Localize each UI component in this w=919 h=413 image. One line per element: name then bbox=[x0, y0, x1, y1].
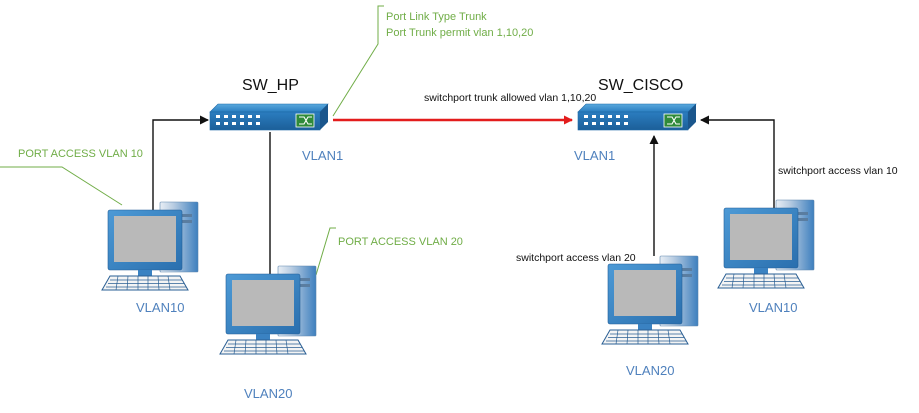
cisco-pc10-computer-icon bbox=[717, 199, 815, 289]
cisco-trunk-note: switchport trunk allowed vlan 1,10,20 bbox=[424, 92, 597, 104]
cisco-pc10-vlan-label: VLAN10 bbox=[749, 300, 798, 315]
hp-access20-callout-line bbox=[315, 227, 336, 276]
hp-access10-callout-line bbox=[0, 166, 123, 206]
sw-cisco-title: SW_CISCO bbox=[598, 77, 684, 94]
cisco-access20-note: switchport access vlan 20 bbox=[516, 252, 636, 264]
sw-cisco-switch-icon bbox=[577, 103, 697, 131]
sw-cisco-vlan-label: VLAN1 bbox=[574, 148, 616, 163]
cisco-pc20-computer-icon bbox=[601, 255, 699, 345]
sw-hp-title: SW_HP bbox=[242, 77, 299, 94]
hp-trunk-note-line1: Port Link Type Trunk bbox=[386, 11, 487, 23]
hp-trunk-callout-line bbox=[332, 5, 384, 117]
cisco-pc20-vlan-label: VLAN20 bbox=[626, 363, 675, 378]
hp-pc10-computer-icon bbox=[101, 201, 199, 291]
cisco-pc10-link bbox=[700, 115, 775, 211]
hp-pc10-vlan-label: VLAN10 bbox=[136, 300, 185, 315]
sw-hp-switch-icon bbox=[209, 103, 329, 131]
hp-pc20-vlan-label: VLAN20 bbox=[244, 386, 293, 401]
hp-trunk-note-line2: Port Trunk permit vlan 1,10,20 bbox=[386, 27, 534, 39]
cisco-access10-note: switchport access vlan 10 bbox=[778, 165, 898, 177]
sw-hp-vlan-label: VLAN1 bbox=[302, 148, 344, 163]
hp-pc20-computer-icon bbox=[219, 265, 317, 355]
hp-access10-note: PORT ACCESS VLAN 10 bbox=[18, 148, 143, 160]
hp-pc10-link bbox=[152, 115, 209, 212]
hp-access20-note: PORT ACCESS VLAN 20 bbox=[338, 236, 463, 248]
callout-lines bbox=[0, 5, 384, 276]
links bbox=[152, 115, 775, 277]
